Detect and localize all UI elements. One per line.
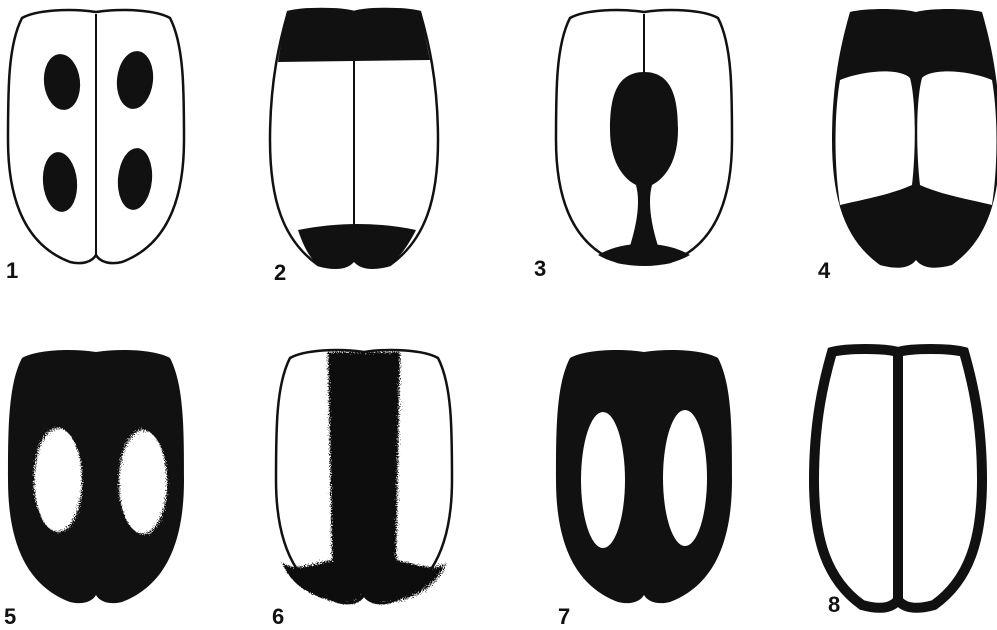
- panel-label: 7: [558, 604, 570, 629]
- panel-label: 6: [272, 604, 284, 629]
- window-right: [917, 71, 996, 205]
- sutural-margin: [893, 354, 903, 600]
- panel-label: 4: [818, 258, 831, 283]
- window-right: [119, 430, 167, 534]
- apical-band: [298, 224, 416, 268]
- panel-label: 8: [828, 592, 840, 617]
- window-left: [34, 428, 82, 532]
- window-left: [836, 71, 915, 205]
- panel-3: 3: [534, 10, 732, 281]
- panel-label: 5: [4, 604, 16, 629]
- panel-5: 5: [4, 350, 184, 629]
- window-left: [581, 412, 625, 548]
- elytra-outline: [8, 10, 184, 263]
- panel-label: 2: [274, 260, 286, 285]
- panel-2: 2: [270, 9, 438, 285]
- window-right: [663, 410, 707, 546]
- panel-1: 1: [6, 10, 184, 283]
- panel-label: 1: [6, 258, 18, 283]
- basal-band: [278, 9, 430, 62]
- panel-8: 8: [814, 349, 982, 617]
- panel-label: 3: [534, 256, 546, 281]
- panel-4: 4: [818, 9, 997, 283]
- panel-7: 7: [556, 350, 732, 629]
- panel-6: 6: [272, 350, 452, 629]
